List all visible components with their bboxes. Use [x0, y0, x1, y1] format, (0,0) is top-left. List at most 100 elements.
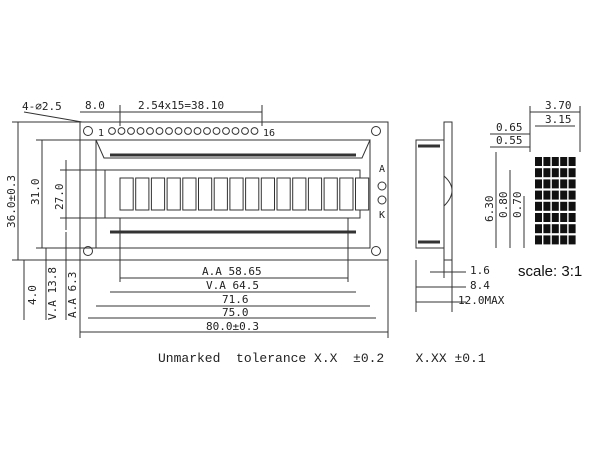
pin-hole — [222, 127, 230, 135]
char-cell — [355, 177, 370, 211]
char-cell — [213, 177, 228, 211]
matrix-dot — [551, 235, 559, 245]
char-cell — [198, 177, 213, 211]
char-cell — [182, 177, 197, 211]
pcb-outline — [79, 121, 389, 261]
dot-h-dim: 0.80 — [497, 192, 510, 219]
matrix-dot — [568, 190, 576, 200]
hole-offset-dim: 4.0 — [26, 285, 39, 305]
matrix-dot — [543, 157, 551, 166]
matrix-dot — [568, 224, 576, 234]
width-bezel-dim: 71.6 — [222, 293, 249, 306]
char-cell — [276, 177, 291, 211]
matrix-dot — [543, 201, 551, 211]
matrix-dot — [551, 179, 559, 189]
tolerance-note: Unmarked tolerance X.X ±0.2 X.XX ±0.1 — [158, 351, 486, 366]
pin-hole — [231, 127, 240, 135]
char-cell — [260, 177, 275, 211]
dot-gap-dim: 0.55 — [496, 134, 523, 147]
pin-hole — [174, 127, 183, 135]
side-pcb — [443, 121, 453, 261]
width-holes-dim: 75.0 — [222, 306, 249, 319]
height-view-dim: 27.0 — [53, 184, 66, 211]
matrix-dot — [560, 157, 568, 166]
scale-label: scale: 3:1 — [518, 263, 582, 280]
matrix-dot — [551, 157, 559, 166]
side-view: 1.6 8.4 12.0MAX — [415, 121, 505, 312]
matrix-dot — [560, 213, 568, 222]
mounting-hole-tr — [371, 126, 381, 136]
matrix-dot — [560, 235, 568, 245]
mounting-hole-tl — [83, 126, 93, 136]
mounting-hole-br — [371, 246, 381, 256]
char-cell — [135, 177, 150, 211]
matrix-dot — [535, 201, 542, 211]
cathode-label-front: K — [379, 210, 385, 221]
matrix-dot — [568, 179, 576, 189]
va-offset-dim: V.A 13.8 — [46, 267, 59, 320]
pin-hole — [136, 127, 145, 135]
pin-hole — [155, 127, 164, 135]
matrix-dot — [535, 168, 542, 178]
dot-pitch-w-dim: 3.15 — [545, 113, 572, 126]
matrix-dot — [543, 235, 551, 245]
char-cell — [323, 177, 338, 211]
pin-hole — [146, 127, 154, 135]
matrix-dot — [535, 213, 542, 222]
pin-hole — [127, 127, 135, 135]
pin-hole — [184, 127, 192, 135]
front-view: 1 16 A K 4-∅2.5 8.0 2.54x15=38.10 3 — [5, 99, 389, 338]
char-cell — [150, 177, 166, 211]
aa-offset-dim: A.A 6.3 — [66, 272, 79, 318]
char-cell — [119, 177, 134, 211]
pin-offset-dim: 8.0 — [85, 99, 105, 112]
matrix-dot — [535, 190, 542, 200]
char-cell — [229, 177, 244, 211]
anode-label-front: A — [379, 164, 385, 175]
matrix-dot — [560, 168, 568, 178]
matrix-dot — [535, 179, 542, 189]
width-va-dim: V.A 64.5 — [206, 279, 259, 292]
height-pcb-dim: 31.0 — [29, 179, 42, 206]
matrix-dot — [543, 190, 551, 200]
matrix-dot — [543, 179, 551, 189]
matrix-dot — [551, 213, 559, 222]
matrix-dot — [551, 190, 559, 200]
char-cell — [166, 177, 181, 211]
matrix-dot — [551, 168, 559, 178]
side-d3-dim: 12.0MAX — [458, 294, 505, 307]
matrix-dot — [551, 201, 559, 211]
char-width-dim: 3.70 — [545, 99, 572, 112]
pin-last-label: 16 — [263, 128, 275, 139]
pin-hole — [193, 127, 202, 135]
pin-first-label: 1 — [98, 128, 104, 139]
matrix-dot — [568, 213, 576, 222]
matrix-dot — [560, 190, 568, 200]
side-d2-dim: 8.4 — [470, 279, 490, 292]
char-cell — [245, 177, 260, 211]
pad-a — [377, 181, 387, 191]
char-cell — [292, 177, 307, 211]
height-total-dim: 36.0±0.3 — [5, 175, 18, 228]
matrix-dot — [543, 224, 551, 234]
matrix-dot — [568, 201, 576, 211]
width-total-dim: 80.0±0.3 — [206, 320, 259, 333]
character-cells — [119, 177, 370, 211]
side-led-bump — [443, 175, 453, 207]
matrix-dot — [568, 168, 576, 178]
matrix-dot — [543, 168, 551, 178]
pin-hole — [108, 127, 116, 135]
dot-matrix — [535, 157, 576, 245]
matrix-dot — [535, 235, 542, 245]
char-cell — [339, 177, 354, 211]
pin-hole — [203, 127, 211, 135]
matrix-dot — [568, 235, 576, 245]
matrix-dot — [568, 157, 576, 166]
matrix-dot — [543, 213, 551, 222]
matrix-dot — [560, 201, 568, 211]
mounting-hole-bl — [83, 246, 93, 256]
pin-hole — [212, 127, 221, 135]
char-cell — [307, 177, 323, 211]
